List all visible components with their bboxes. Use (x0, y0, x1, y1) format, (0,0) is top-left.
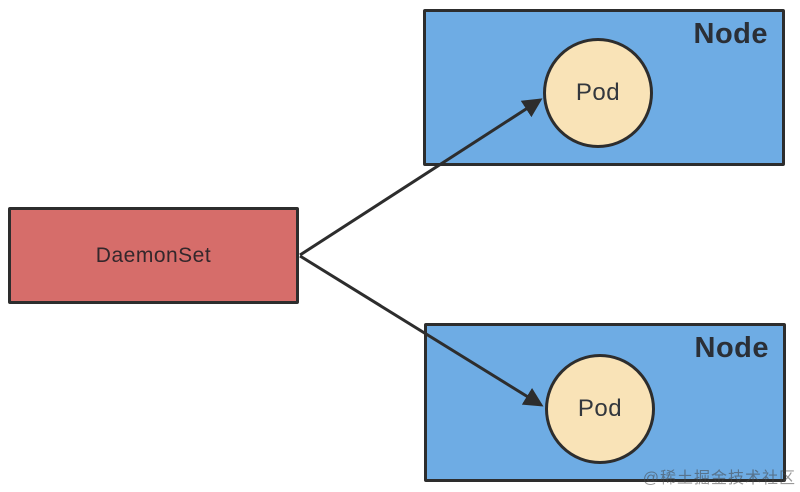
pod-circle-bottom: Pod (545, 354, 655, 464)
daemonset-label: DaemonSet (95, 243, 212, 267)
pod-label-bottom: Pod (577, 395, 623, 422)
daemonset-box: DaemonSet (8, 207, 299, 304)
watermark-text: @稀土掘金技术社区 (642, 470, 796, 487)
node-label-top: Node (693, 18, 768, 50)
node-label-bottom: Node (694, 332, 769, 364)
node-box-top: Node Pod (423, 9, 785, 166)
pod-circle-top: Pod (543, 38, 653, 148)
pod-label-top: Pod (575, 79, 621, 106)
node-box-bottom: Node Pod (424, 323, 786, 482)
